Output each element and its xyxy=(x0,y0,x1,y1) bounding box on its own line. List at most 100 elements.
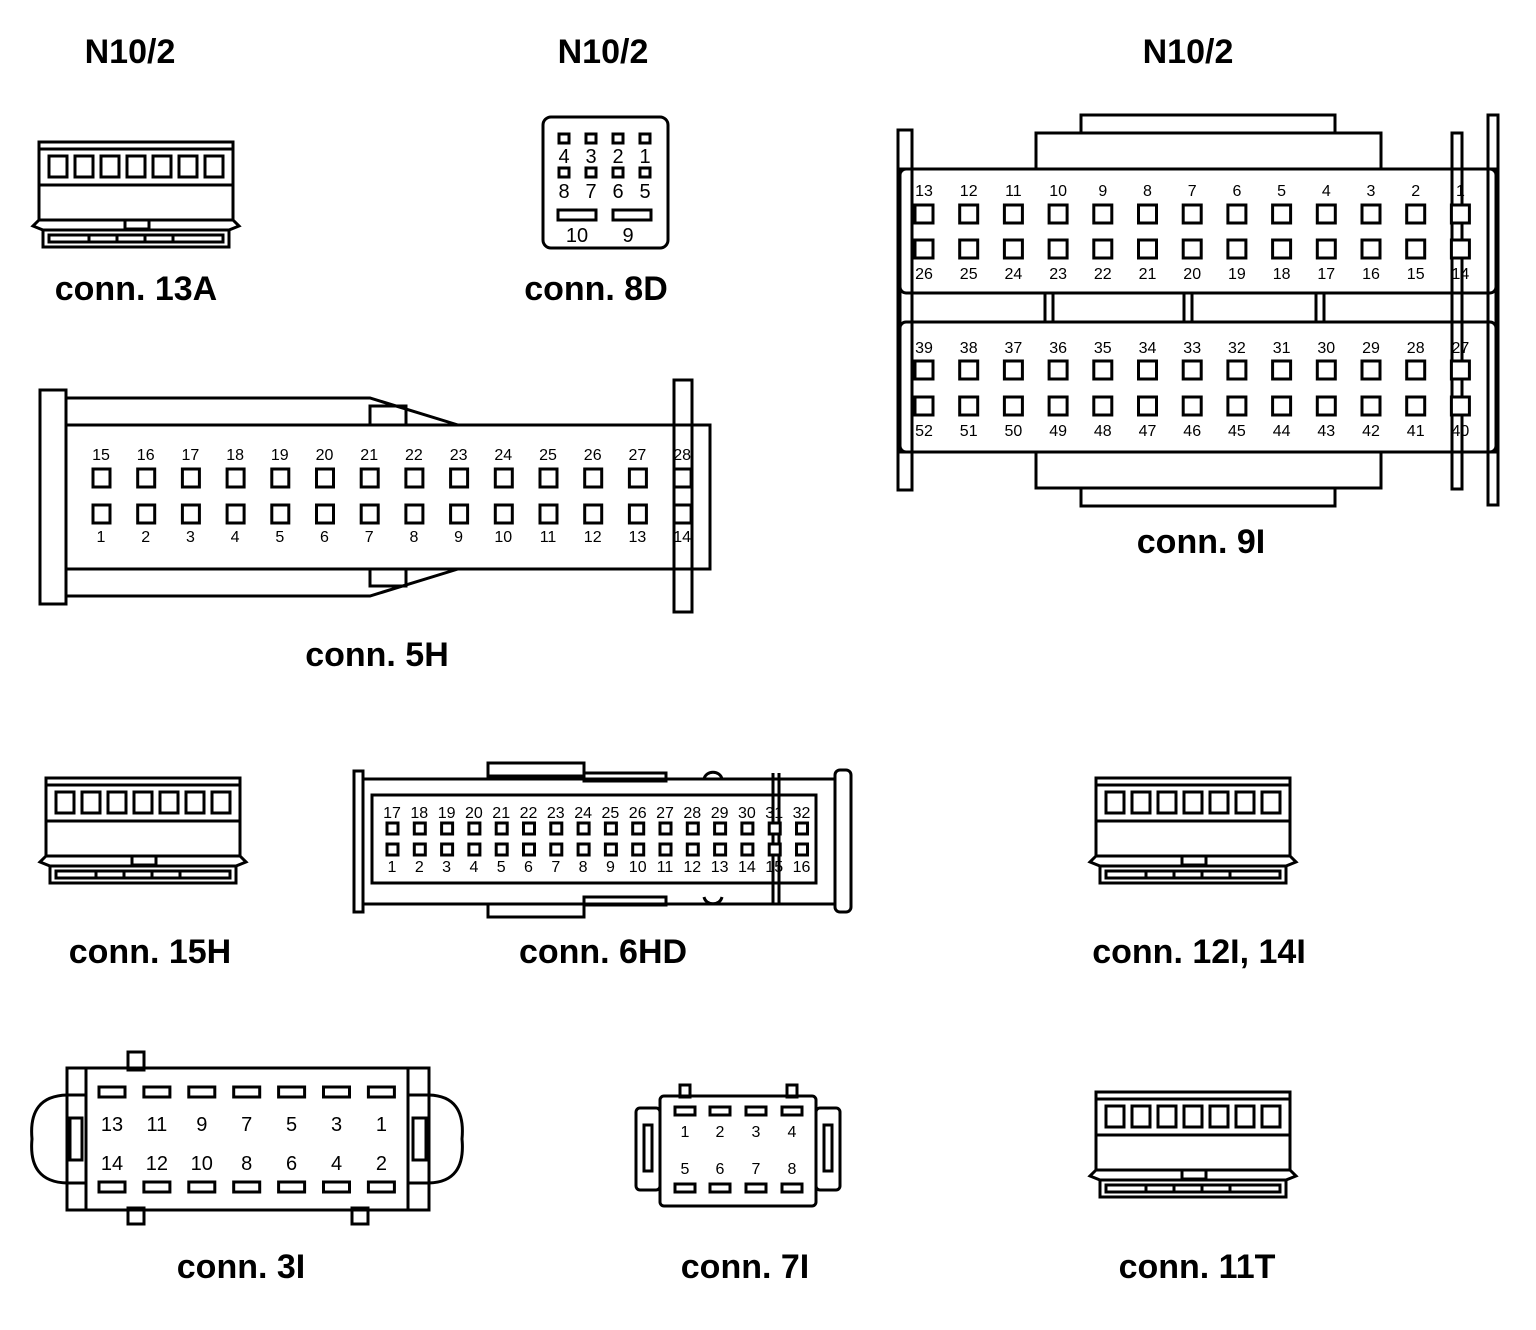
pin-8D xyxy=(557,132,571,145)
pin-6HD xyxy=(385,842,400,857)
pin-9I xyxy=(1181,238,1203,260)
pin-label-9I: 46 xyxy=(1183,423,1201,440)
pin-5H xyxy=(225,467,246,489)
pin-5H xyxy=(136,503,157,525)
pin-label-5H: 17 xyxy=(182,447,200,464)
pin-6HD xyxy=(631,821,646,836)
pin-9I xyxy=(1315,203,1337,225)
pin-9I xyxy=(958,238,980,260)
connector-9I: 1326395212253851112437501023364992235488… xyxy=(896,113,1500,508)
connector-5H-caption: conn. 5H xyxy=(305,636,449,674)
pin-9I xyxy=(1449,359,1471,381)
pin-label-3I: 3 xyxy=(331,1114,342,1136)
pin-label-5H: 13 xyxy=(629,529,647,546)
connector-12I-14I-caption: conn. 12I, 14I xyxy=(1092,933,1306,971)
pin-9I xyxy=(1002,359,1024,381)
pin-label-9I: 10 xyxy=(1049,183,1067,200)
pin-label-9I: 18 xyxy=(1273,266,1291,283)
conn12I-cavity xyxy=(1156,790,1178,815)
pin-6HD xyxy=(385,821,400,836)
pin-label-7I: 7 xyxy=(752,1161,761,1178)
pin-7I xyxy=(673,1182,697,1194)
pin-5H xyxy=(180,467,201,489)
pin-label-9I: 11 xyxy=(1005,183,1022,200)
pin-label-6HD: 32 xyxy=(793,805,811,822)
pin-label-9I: 14 xyxy=(1452,266,1470,283)
conn12I-base-slot xyxy=(1104,869,1282,880)
pin-9I xyxy=(958,359,980,381)
pin-9I xyxy=(1092,395,1114,417)
pin-5H xyxy=(583,467,604,489)
pin-label-8D: 10 xyxy=(566,225,588,247)
conn15H-cavity xyxy=(210,790,232,815)
pin-9I xyxy=(1226,238,1248,260)
pin-label-5H: 7 xyxy=(365,529,374,546)
conn11T-base xyxy=(1098,1178,1288,1199)
pin-6HD xyxy=(603,842,618,857)
pin-7I xyxy=(708,1182,732,1194)
pin-9I xyxy=(1271,238,1293,260)
conn11T-cavity xyxy=(1182,1104,1204,1129)
pin-label-6HD: 16 xyxy=(793,859,811,876)
pin-5H xyxy=(449,503,470,525)
pin-9I xyxy=(958,395,980,417)
pin-9I xyxy=(1002,203,1024,225)
pin-label-9I: 27 xyxy=(1452,340,1470,357)
pin-label-3I: 8 xyxy=(241,1153,252,1175)
pin-6HD xyxy=(522,842,536,857)
pin-label-9I: 39 xyxy=(915,340,933,357)
pin-label-9I: 6 xyxy=(1232,183,1241,200)
pin-label-9I: 1 xyxy=(1456,183,1465,200)
pin-label-9I: 31 xyxy=(1273,340,1291,357)
pin-9I xyxy=(1360,238,1382,260)
pin-label-3I: 2 xyxy=(376,1153,387,1175)
pin-9I xyxy=(1047,203,1069,225)
pin-label-7I: 5 xyxy=(681,1161,690,1178)
pin-label-6HD: 4 xyxy=(469,859,478,876)
pin-label-7I: 6 xyxy=(716,1161,725,1178)
pin-3I xyxy=(322,1085,351,1099)
pin-label-9I: 22 xyxy=(1094,266,1112,283)
pin-label-6HD: 29 xyxy=(711,805,729,822)
pin-label-6HD: 24 xyxy=(574,805,592,822)
pin-label-8D: 7 xyxy=(585,181,596,203)
pin-label-9I: 47 xyxy=(1139,423,1157,440)
pin-label-9I: 8 xyxy=(1143,183,1152,200)
conn13A-latch-tab xyxy=(123,218,151,231)
pin-9I xyxy=(1449,395,1471,417)
conn13A-cavity xyxy=(177,154,199,179)
pin-6HD xyxy=(631,842,646,857)
pin-label-8D: 8 xyxy=(558,181,569,203)
pin-label-9I: 36 xyxy=(1049,340,1067,357)
pin-label-6HD: 22 xyxy=(520,805,538,822)
pin-label-5H: 15 xyxy=(92,447,110,464)
pin-label-9I: 21 xyxy=(1139,266,1157,283)
pin-9I xyxy=(1092,203,1114,225)
pin-9I xyxy=(1002,395,1024,417)
pin-label-5H: 2 xyxy=(141,529,150,546)
pin-5H xyxy=(91,467,112,489)
pin-6HD xyxy=(576,842,591,857)
pin-8D xyxy=(638,132,652,145)
pin-label-9I: 49 xyxy=(1049,423,1067,440)
pin-5H xyxy=(315,467,335,489)
pin-6HD xyxy=(740,821,755,836)
conn13A-cavity xyxy=(99,154,121,179)
pin-label-6HD: 27 xyxy=(656,805,674,822)
pin-7I xyxy=(708,1105,732,1117)
pin-label-6HD: 26 xyxy=(629,805,647,822)
pin-8D xyxy=(584,166,598,179)
pin-6HD xyxy=(603,821,618,836)
pin-5H xyxy=(493,467,514,489)
pin-label-5H: 18 xyxy=(226,447,244,464)
pin-6HD xyxy=(467,821,482,836)
pin-3I xyxy=(187,1085,217,1099)
pin-6HD xyxy=(467,842,482,857)
pin-label-5H: 26 xyxy=(584,447,602,464)
component-label-right: N10/2 xyxy=(1143,33,1234,71)
pin-6HD xyxy=(522,821,536,836)
connector-5H: 1511621731841952062172282392410251126122… xyxy=(38,378,712,614)
pin-5H xyxy=(225,503,246,525)
pin-8D xyxy=(611,166,625,179)
pin-3I xyxy=(187,1180,217,1194)
